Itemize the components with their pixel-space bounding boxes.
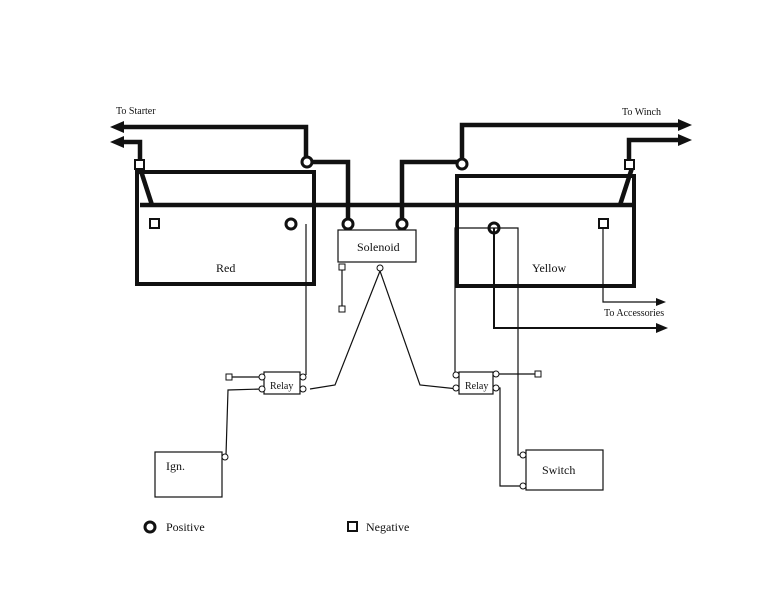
relay-right-t1 [452, 371, 460, 379]
starter-cable-upper [118, 124, 309, 162]
relay-left-t4 [299, 385, 307, 393]
battery-yellow-body [455, 174, 636, 288]
relay-left: Relay [258, 371, 307, 395]
legend-negative-icon [347, 521, 358, 532]
ignition-label: Ign. [166, 459, 185, 473]
winch-arrow-lower-icon [678, 134, 692, 146]
relay-left-label: Relay [270, 381, 293, 392]
solenoid-ground-end [338, 305, 346, 313]
solenoid-label: Solenoid [357, 240, 400, 254]
heavy-cables [110, 119, 692, 222]
winch-arrow-upper-icon [678, 119, 692, 131]
yellow-post-negative [624, 159, 635, 170]
coil-to-right-relay-wire [379, 270, 459, 390]
solenoid-right-terminal [395, 217, 409, 231]
battery-yellow-label: Yellow [532, 261, 566, 275]
switch-label: Switch [542, 463, 575, 477]
starter-arrow-lower-icon [110, 136, 124, 148]
relay-left-t3 [299, 373, 307, 381]
left-relay-ground-end [225, 373, 233, 381]
legend-positive-label: Positive [166, 520, 205, 534]
ignition-terminal [221, 453, 229, 461]
relay-right-label: Relay [465, 381, 488, 392]
switch-top-wire [517, 375, 522, 456]
red-post-positive [300, 155, 314, 169]
switch-body [525, 449, 604, 491]
to-accessories-label: To Accessories [604, 308, 664, 319]
to-starter-label: To Starter [116, 106, 156, 117]
yellow-to-solenoid-cable [399, 159, 462, 222]
battery-red-label: Red [216, 261, 235, 275]
battery-yellow: Yellow [455, 174, 636, 288]
solenoid-left-terminal [341, 217, 355, 231]
red-negative-terminal [149, 218, 160, 229]
relay-right-t2 [452, 384, 460, 392]
switch-terminal-bottom [519, 482, 527, 490]
accessories-wire [602, 228, 660, 303]
ignition: Ign. [154, 451, 229, 498]
relay-right-body [458, 371, 494, 395]
yellow-aux-arrow-icon [656, 323, 668, 333]
red-positive-terminal [284, 217, 298, 231]
solenoid: Solenoid [337, 217, 417, 272]
solenoid-body [337, 229, 417, 263]
red-to-solenoid-cable [306, 159, 351, 222]
winch-cable-upper [459, 122, 680, 162]
ignition-body [154, 451, 223, 498]
accessories-arrow-icon [656, 298, 666, 306]
yellow-post-positive [455, 157, 469, 171]
legend-positive-icon [143, 520, 157, 534]
relay-right: Relay [452, 370, 500, 395]
battery-red-body [135, 170, 316, 286]
solenoid-coil-terminal [376, 264, 384, 272]
control-wires [225, 224, 668, 487]
red-post-negative [134, 159, 145, 170]
starter-arrow-upper-icon [110, 121, 124, 133]
winch-cable-lower [626, 137, 680, 165]
relay-left-body [263, 371, 301, 395]
switch: Switch [519, 449, 604, 491]
red-diagonal-cable [137, 167, 155, 206]
to-winch-label: To Winch [622, 107, 661, 118]
relay-left-t1 [258, 373, 266, 381]
solenoid-ground-terminal [338, 263, 346, 271]
coil-to-left-relay-wire [309, 270, 381, 390]
relay-right-t4 [492, 384, 500, 392]
yellow-positive-to-relay-wire [454, 227, 519, 375]
switch-terminal-top [519, 451, 527, 459]
right-relay-ground-end [534, 370, 542, 378]
ignition-to-relay-wire [225, 388, 263, 456]
legend: Positive Negative [143, 520, 409, 534]
relay-left-t2 [258, 385, 266, 393]
yellow-diagonal-cable [617, 167, 635, 206]
starter-cable-lower [118, 139, 143, 165]
legend-negative-label: Negative [366, 520, 409, 534]
yellow-negative-terminal [598, 218, 609, 229]
battery-red: Red [135, 170, 316, 286]
relay-right-t3 [492, 370, 500, 378]
yellow-positive-aux-wire [493, 228, 660, 329]
